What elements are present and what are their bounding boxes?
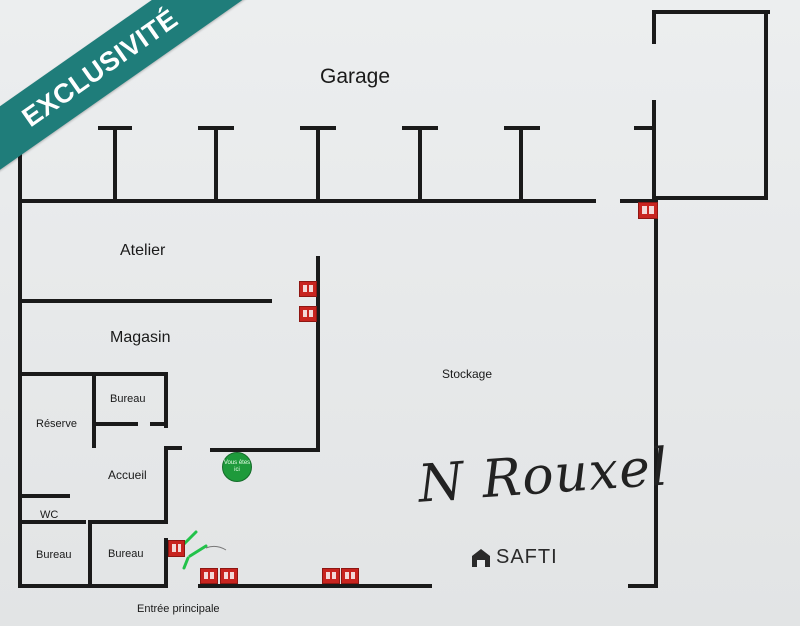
extinguisher-icon [299, 306, 317, 322]
extinguisher-icon [638, 202, 658, 219]
room-label-bureau-top: Bureau [110, 393, 146, 405]
entrance-label: Entrée principale [137, 603, 220, 615]
logo-text: SAFTI [496, 546, 558, 568]
extinguisher-icon [200, 568, 218, 584]
extinguisher-icon [220, 568, 238, 584]
room-label-stockage: Stockage [442, 367, 493, 381]
you-are-here-marker: Vous êtes ici [222, 452, 252, 482]
room-label-reserve: Réserve [36, 418, 77, 430]
room-label-magasin: Magasin [110, 329, 171, 346]
room-label-bureau-bottom-mid: Bureau [108, 548, 144, 560]
extinguisher-icon [341, 568, 359, 584]
house-icon [472, 548, 490, 567]
extinguisher-icon [299, 281, 317, 297]
room-label-atelier: Atelier [120, 242, 166, 259]
room-label-accueil: Accueil [108, 468, 147, 482]
extinguisher-icon [168, 540, 185, 557]
room-label-wc: WC [40, 509, 59, 521]
room-label-bureau-bottom-left: Bureau [36, 549, 72, 561]
room-label-garage: Garage [320, 65, 391, 88]
safti-logo: SAFTI [470, 546, 558, 569]
extinguisher-icon [322, 568, 340, 584]
